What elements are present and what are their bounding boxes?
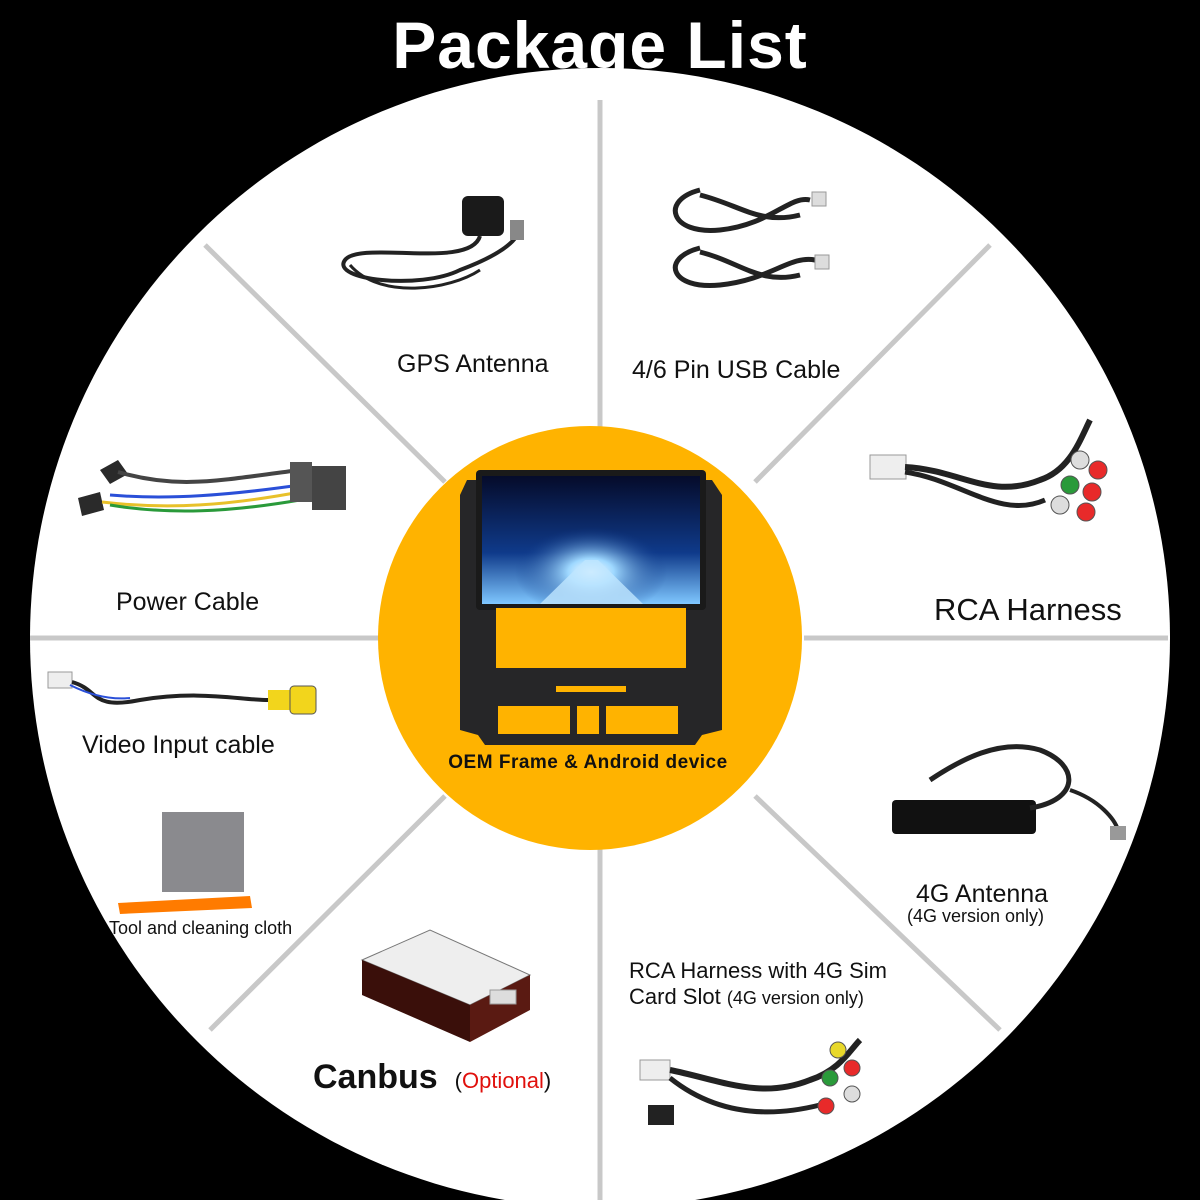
- video-cable-icon: [47, 671, 317, 715]
- 4g-antenna-note: (4G version only): [907, 906, 1045, 926]
- 4g-antenna-label: 4G Antenna: [916, 880, 1049, 908]
- 4g-antenna-icon: [892, 744, 1126, 840]
- usb-cable-label: 4/6 Pin USB Cable: [632, 356, 841, 384]
- android-head-unit-icon: [460, 470, 722, 745]
- canbus-paren-open: (: [454, 1068, 462, 1093]
- rca-harness-icon: [869, 418, 1108, 522]
- canbus-title: Canbus: [313, 1058, 438, 1096]
- rca-harness-label: RCA Harness: [934, 592, 1122, 627]
- rca-sim-note: (4G version only): [726, 988, 864, 1008]
- rca-sim-label-text: Card Slot: [629, 984, 721, 1009]
- usb-cable-icon: [672, 187, 830, 289]
- gps-antenna-label: GPS Antenna: [397, 350, 549, 378]
- rca-sim-harness-icon: [639, 1037, 863, 1125]
- canbus-optional: Optional: [461, 1068, 544, 1093]
- tool-cloth-label: Tool and cleaning cloth: [109, 918, 293, 938]
- rca-sim-label-line2: Card Slot (4G version only): [629, 984, 864, 1010]
- video-input-label: Video Input cable: [82, 731, 275, 759]
- power-cable-label: Power Cable: [116, 588, 260, 616]
- tool-cloth-icon: [118, 812, 252, 914]
- power-cable-icon: [78, 460, 346, 516]
- rca-sim-label-line1: RCA Harness with 4G Sim: [629, 958, 887, 983]
- canbus-box-icon: [360, 929, 532, 1042]
- center-device-label: OEM Frame & Android device: [448, 752, 728, 773]
- divider-lines: [30, 100, 1168, 1200]
- gps-antenna-icon: [341, 196, 524, 290]
- canbus-paren-close: ): [543, 1068, 552, 1093]
- canbus-label: Canbus (Optional): [313, 1058, 551, 1097]
